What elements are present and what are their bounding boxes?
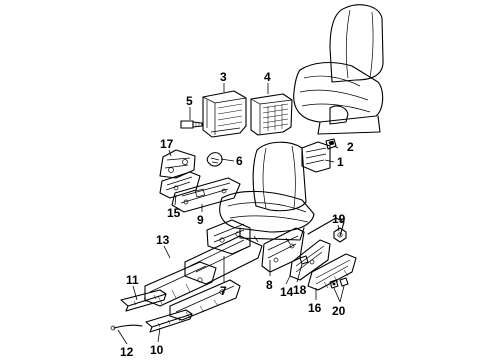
- part-2-switch-knob: [325, 138, 337, 150]
- part-20-fasteners: [329, 277, 349, 289]
- part-15-recliner-cover: [159, 171, 201, 199]
- callout-6: 6: [236, 154, 243, 168]
- part-19-nut: [333, 227, 347, 243]
- callout-14: 14: [280, 285, 294, 299]
- part-8-side-panel: [261, 227, 305, 273]
- part-1-switch-bracket: [301, 141, 331, 173]
- callout-10: 10: [150, 343, 164, 357]
- leader-lines: [117, 83, 345, 345]
- callout-1: 1: [337, 155, 344, 169]
- callout-7: 7: [220, 284, 227, 298]
- callout-3: 3: [220, 70, 227, 84]
- callout-13: 13: [156, 233, 170, 247]
- callout-15: 15: [167, 206, 181, 220]
- part-12-release-rod: [110, 324, 143, 331]
- part-4-spring-frame: [250, 93, 293, 136]
- callout-4: 4: [264, 70, 271, 84]
- upper-seat-assembly: [293, 4, 384, 135]
- part-9-side-panel: [171, 177, 241, 213]
- callout-11: 11: [126, 273, 139, 287]
- part-18-clip: [299, 255, 309, 265]
- callout-labels: 1 2 3 4 5 6 7 8 9 10 11 12 13 14 15 16 1…: [120, 70, 354, 359]
- part-3-cushion-frame: [202, 90, 247, 138]
- part-10-lower-rail: [145, 309, 193, 333]
- callout-2: 2: [347, 140, 354, 154]
- callout-8: 8: [266, 278, 273, 292]
- callout-19: 19: [332, 212, 346, 226]
- callout-16: 16: [308, 301, 322, 315]
- callout-12: 12: [120, 345, 134, 359]
- callout-18: 18: [293, 283, 307, 297]
- callout-17: 17: [160, 137, 174, 151]
- callout-9: 9: [197, 213, 204, 227]
- callout-5: 5: [186, 94, 193, 108]
- callout-20: 20: [332, 304, 346, 318]
- part-17-side-shield: [159, 149, 196, 179]
- part-5-bolt: [180, 120, 203, 129]
- part-14-recliner-bracket: [289, 217, 345, 281]
- part-11-slide-rail: [120, 289, 167, 312]
- part-7-seat-track-base: [184, 219, 263, 285]
- center-seat-assembly: [219, 141, 315, 245]
- part-6-knob: [206, 152, 223, 167]
- part-16-right-track: [307, 253, 357, 291]
